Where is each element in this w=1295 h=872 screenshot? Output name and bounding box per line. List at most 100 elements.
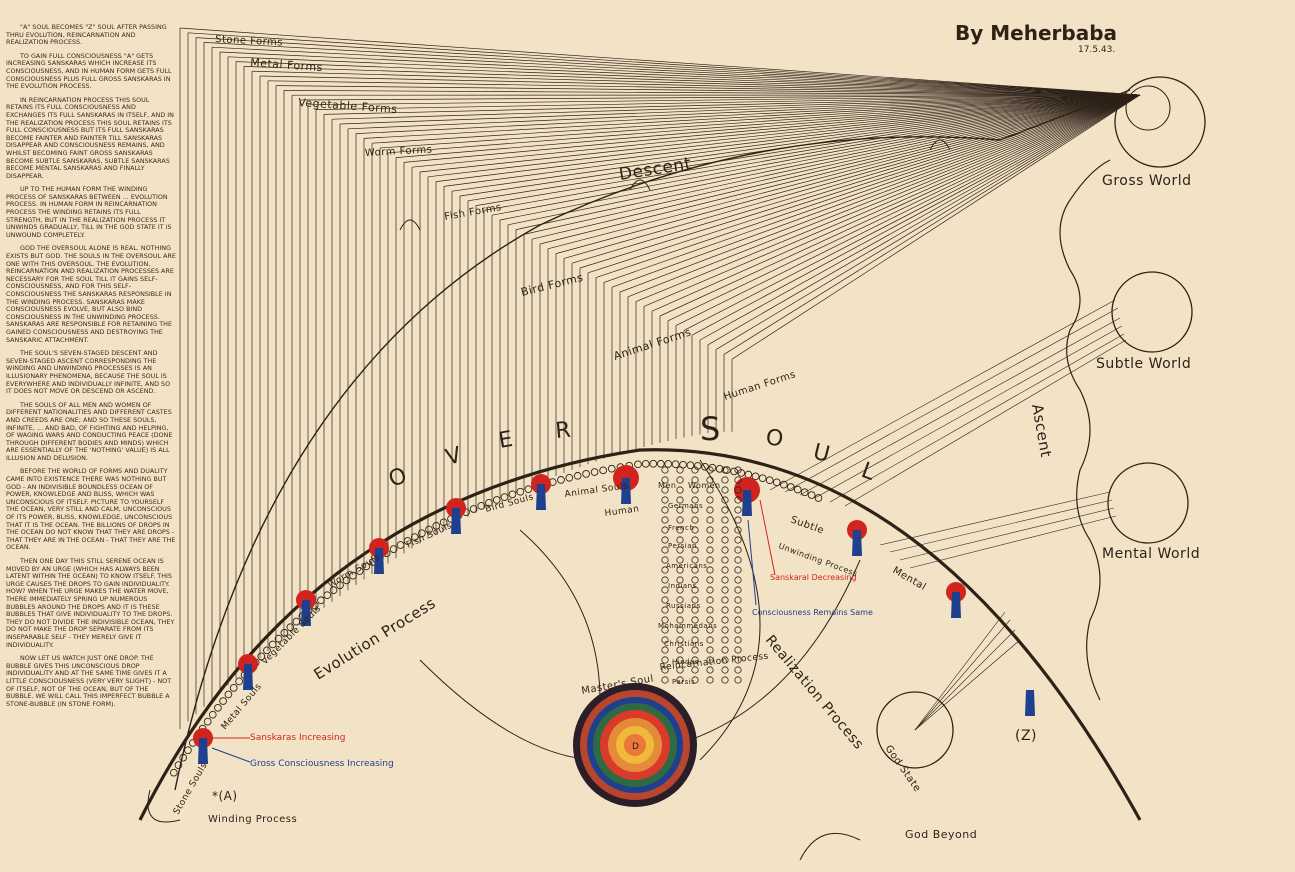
mental-world-rays (879, 491, 1117, 569)
soul-bead (649, 459, 658, 468)
form-convergence-line (387, 94, 1141, 154)
form-convergence-line (507, 94, 1141, 226)
soul-bead (671, 460, 680, 469)
soul-bead (807, 491, 816, 499)
reincarnation-bead (721, 546, 729, 554)
soul-blue-drop (301, 600, 311, 626)
subtle-world-rays (769, 299, 1127, 507)
reincarnation-bead (734, 576, 742, 584)
soul-bead (524, 485, 533, 494)
soul-bead (432, 521, 441, 530)
form-convergence-line (371, 94, 1141, 144)
metal-souls-label: Metal Souls (220, 682, 265, 732)
reincarnation-bead (691, 476, 699, 484)
reincarnation-bead (691, 466, 699, 474)
soul-blue-drop (243, 664, 253, 690)
form-convergence-line (547, 94, 1141, 250)
reincarnation-bead (734, 536, 742, 544)
soul-bead (417, 529, 426, 538)
reincarnation-bead (676, 596, 684, 604)
soul-bead (492, 496, 501, 504)
form-convergence-line (411, 94, 1141, 168)
soul-bead (557, 476, 565, 484)
reincarnation-bead (721, 616, 729, 624)
form-convergence-line (651, 94, 1141, 312)
soul-bead (590, 468, 599, 476)
oversoul-letter: V (443, 443, 465, 471)
reincarnation-bead (721, 486, 729, 494)
oversoul-letter: O (764, 425, 785, 452)
soul-bead (355, 567, 364, 575)
reincarnation-bead (661, 656, 669, 664)
form-convergence-line (531, 94, 1141, 240)
red-decreasing-arrow (759, 499, 776, 576)
soul-blue-drop (451, 508, 461, 534)
realization-process-label: Realization Process (762, 632, 867, 752)
gross-world-label: Gross World (1102, 173, 1192, 189)
form-convergence-line (259, 75, 1141, 96)
reincarnation-bead (676, 566, 684, 574)
soul-bead (656, 459, 665, 468)
reincarnation-bead (706, 606, 714, 614)
reinc-label: Germans (668, 502, 703, 510)
essay-paragraph: Then one day this still serene ocean is … (6, 557, 175, 649)
soul-bead (758, 474, 767, 483)
gross-world-inner-circle (1125, 85, 1171, 131)
reincarnation-bead (721, 566, 729, 574)
reincarnation-bead (676, 586, 684, 594)
soul-bead (396, 541, 405, 549)
sanskaras-increasing-label: Sanskaras Increasing (250, 733, 345, 743)
reincarnation-bead (721, 676, 729, 684)
reincarnation-bead (734, 626, 742, 634)
marker-a: *(A) (212, 789, 238, 803)
form-convergence-line (251, 70, 1141, 96)
form-convergence-line (667, 94, 1141, 322)
reincarnation-bead (691, 536, 699, 544)
reincarnation-bead (661, 586, 669, 594)
form-label-fish: Fish Forms (444, 202, 503, 223)
reinc-label: Persian (668, 542, 697, 550)
reincarnation-bead (734, 666, 742, 674)
essay-paragraph: The soul's seven-staged descent and seve… (6, 349, 171, 396)
soul-bead (708, 463, 717, 472)
animal-souls-label: Animal Souls (564, 481, 629, 500)
reincarnation-bead (706, 596, 714, 604)
reincarnation-bead (734, 646, 742, 654)
form-convergence-lines (179, 27, 1141, 360)
reincarnation-bead (706, 636, 714, 644)
reincarnation-bead (734, 486, 742, 494)
soul-bead (744, 470, 753, 479)
marker-z: (Z) (1015, 728, 1037, 744)
reincarnation-bead (661, 566, 669, 574)
god-beyond-label: God Beyond (905, 828, 977, 841)
soul-blue-drop (951, 592, 961, 618)
soul-bead (565, 473, 574, 482)
reincarnation-bead (661, 546, 669, 554)
soul-bead (286, 623, 295, 632)
soul-bead (224, 690, 233, 699)
reincarnation-bead (734, 466, 742, 474)
reincarnation-bead (721, 626, 729, 634)
reincarnation-bead (721, 516, 729, 524)
evolution-process-label: Evolution Process (311, 594, 439, 684)
reincarnation-bead (706, 626, 714, 634)
reincarnation-bead (734, 616, 742, 624)
reincarnation-bead (721, 536, 729, 544)
soul-bead (664, 460, 673, 468)
form-convergence-line (523, 94, 1141, 235)
soul-blue-drop (1025, 690, 1035, 716)
reincarnation-bead (661, 506, 669, 514)
form-convergence-line (715, 94, 1141, 350)
reincarnation-bead (661, 536, 669, 544)
form-convergence-line (427, 94, 1141, 178)
form-convergence-line (179, 27, 1141, 96)
reincarnation-bead (691, 516, 699, 524)
reincarnation-bead (706, 476, 714, 484)
soul-bead (257, 652, 266, 661)
reincarnation-bead (661, 496, 669, 504)
reincarnation-bead (691, 596, 699, 604)
reincarnation-bead (676, 616, 684, 624)
reinc-label: Hindus (672, 658, 699, 666)
soul-bead (229, 684, 238, 692)
